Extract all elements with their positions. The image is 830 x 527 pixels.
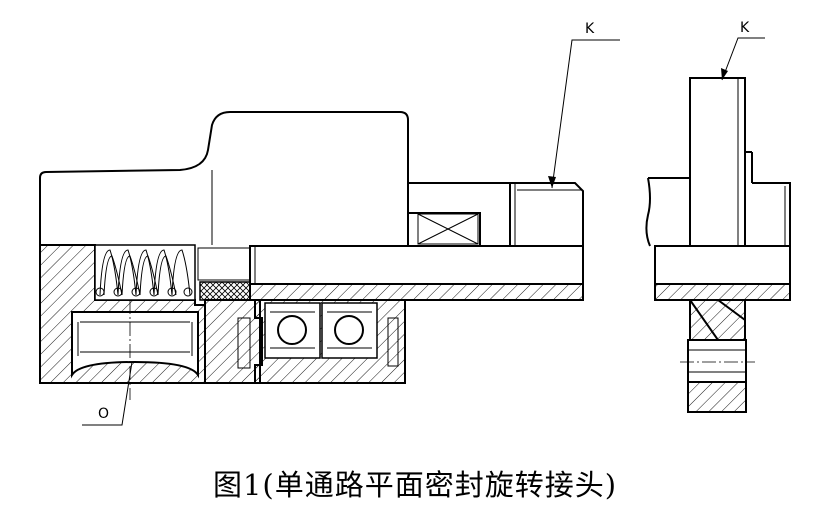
caption-description: (单通路平面密封旋转接头) [262,468,618,502]
rotating-shaft [249,245,584,285]
right-view: K [645,20,791,413]
housing-partial [645,177,791,247]
disc-body [689,77,746,247]
label-k-left: K [585,21,595,37]
spring-chamber [94,244,196,301]
shaft-wall-section [249,283,584,301]
right-shaft-section [654,283,791,301]
caption-figure-number: 图1 [212,468,263,502]
lower-base [687,381,747,413]
ball-bearings [264,302,378,359]
label-k-right: K [740,20,750,36]
housing-section-right [204,299,261,384]
right-shaft [654,245,791,285]
shaft-extension [408,182,584,246]
label-o: O [98,406,109,422]
o-pocket [71,311,199,379]
housing-outline [39,111,409,245]
spring [95,249,193,297]
figure-caption: 图1(单通路平面密封旋转接头) [0,462,830,504]
hex-flat [417,213,479,245]
seal-ring [199,281,251,301]
lower-pocket [687,339,747,383]
left-view: O K [39,21,620,426]
